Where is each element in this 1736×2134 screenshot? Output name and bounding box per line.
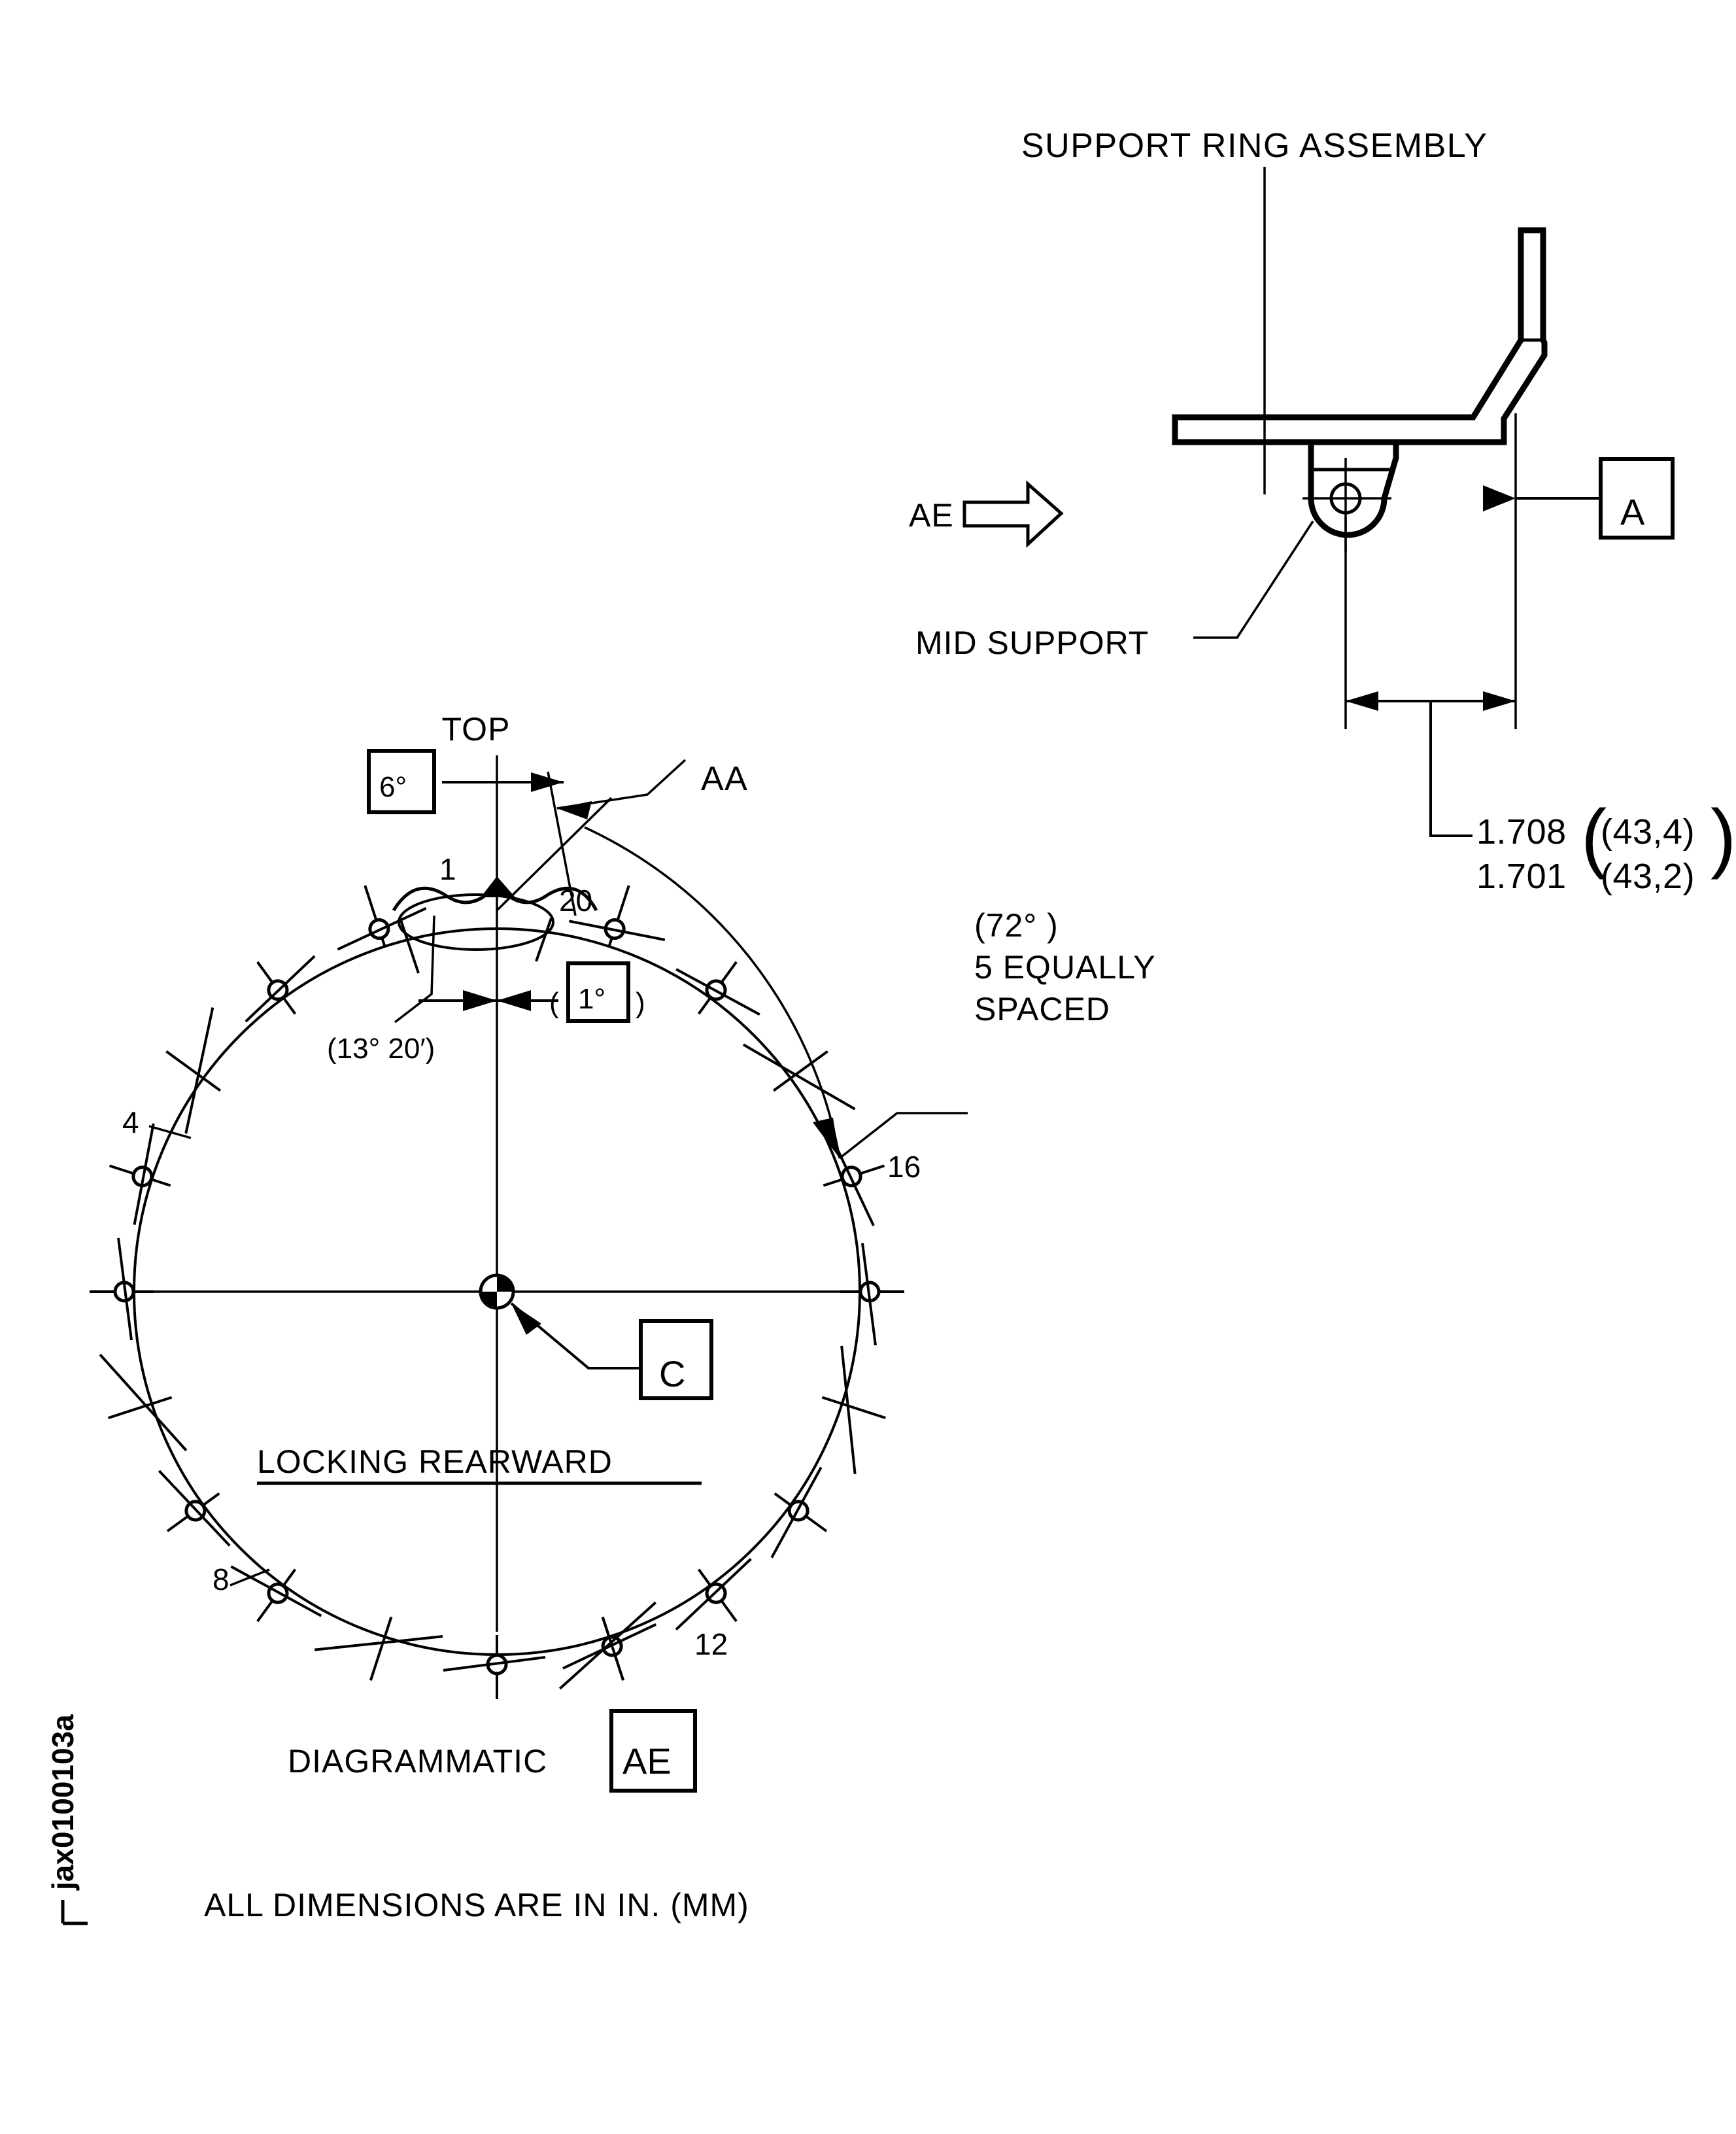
support-ring-bracket-profile [1172,227,1548,445]
section-aa-leader [496,759,687,912]
upper-view-group [962,167,1675,837]
caption-ae-box [609,1709,697,1793]
dimension-upper-inch: 1.708 [1476,812,1567,852]
top-label: TOP [442,711,511,748]
mid-support-leader-line [1193,521,1314,639]
station-label-1: 1 [439,852,456,886]
footer-note: ALL DIMENSIONS ARE IN IN. (MM) [204,1887,749,1923]
mm-paren-open: ( [1581,794,1607,880]
angle-1deg-label: 1° [578,983,605,1015]
angle-6deg-box [367,749,436,814]
angle-1deg-box [566,961,630,1023]
angle-6deg-label: 6° [379,771,407,803]
diagrammatic-caption: DIAGRAMMATIC [288,1743,547,1780]
angle-1deg-paren-open: ( [549,987,559,1019]
caption-ae-label: AE [622,1740,672,1781]
datum-a-group [1483,457,1675,540]
support-ring-title: SUPPORT RING ASSEMBLY [1021,127,1488,165]
station-label-8: 8 [213,1562,230,1596]
station-label-12: 12 [694,1627,728,1661]
angle-6deg-callout [367,749,577,916]
angle-1deg-callout [418,961,630,1023]
spacing-line2-label: 5 EQUALLY [974,949,1156,986]
station-label-leaders [148,1125,270,1587]
figure-id-bracket [61,1900,88,1925]
ae-view-arrow [962,480,1064,548]
station-label-20: 20 [559,884,592,918]
dimension-lower-mm: (43,2) [1601,857,1695,896]
angle-13-20-leader [394,915,435,1024]
mm-paren-close: ) [1710,794,1736,880]
datum-a-box [1599,457,1675,540]
datum-c-box [639,1319,713,1400]
datum-a-label: A [1620,491,1645,532]
spacing-arc-72deg [584,826,968,1160]
angle-1deg-paren-close: ) [636,987,645,1019]
lower-view-group [61,749,968,1925]
station-label-4: 4 [122,1105,139,1139]
figure-id-label: jax0100103a [46,1714,80,1891]
spacing-angle-label: (72° ) [974,907,1059,944]
ae-view-label: AE [909,497,954,534]
station-pin-marks [90,885,904,1699]
angle-13-20-label: (13° 20′) [327,1033,435,1065]
datum-c-label: C [659,1353,685,1394]
center-datum-c-group [479,1273,713,1400]
section-aa-label: AA [701,760,748,798]
top-latch-detail [392,876,598,974]
mid-support-label: MID SUPPORT [915,625,1149,661]
station-label-16: 16 [887,1150,921,1184]
dimension-upper-mm: (43,4) [1601,812,1695,852]
locking-rearward-label: LOCKING REARWARD [257,1443,613,1480]
dim-leader-jog [1429,701,1472,837]
spacing-line3-label: SPACED [974,991,1110,1027]
dimension-lower-inch: 1.701 [1476,857,1567,896]
station-cross-ticks [99,1007,887,1690]
